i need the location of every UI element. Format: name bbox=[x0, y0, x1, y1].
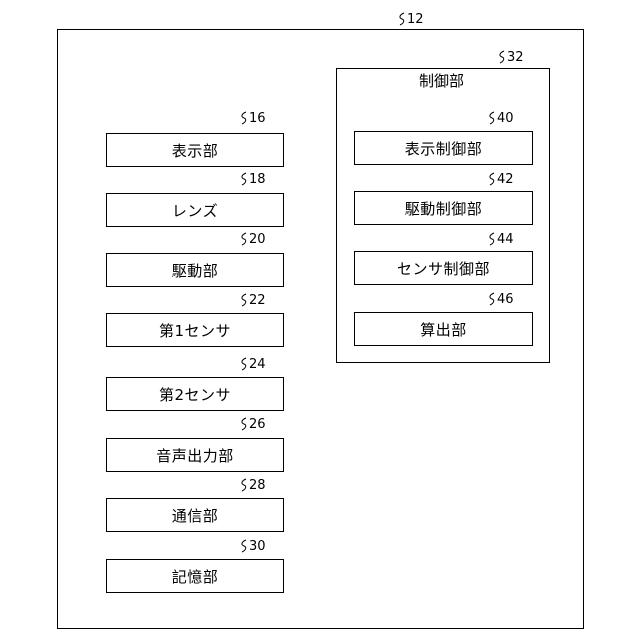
leader-line-icon bbox=[240, 539, 248, 553]
ref-number: 16 bbox=[249, 111, 266, 126]
ref-label-audio-output: 26 bbox=[240, 417, 266, 431]
second-sensor-block: 第2センサ bbox=[106, 377, 284, 411]
display-unit-block: 表示部 bbox=[106, 133, 284, 167]
ref-label-drive: 20 bbox=[240, 232, 266, 246]
leader-line-icon bbox=[240, 478, 248, 492]
ref-label-drive-control: 42 bbox=[488, 172, 514, 186]
leader-line-icon bbox=[240, 172, 248, 186]
ref-number: 18 bbox=[249, 172, 266, 187]
ref-number: 30 bbox=[249, 539, 266, 554]
block-label: 音声出力部 bbox=[156, 445, 234, 466]
sensor-control-block: センサ制御部 bbox=[354, 251, 533, 285]
communication-unit-block: 通信部 bbox=[106, 498, 284, 532]
calculation-unit-block: 算出部 bbox=[354, 312, 533, 346]
ref-number: 44 bbox=[497, 232, 514, 247]
drive-control-block: 駆動制御部 bbox=[354, 191, 533, 225]
ref-number: 32 bbox=[507, 50, 524, 65]
ref-number: 24 bbox=[249, 357, 266, 372]
ref-number: 28 bbox=[249, 478, 266, 493]
leader-line-icon bbox=[488, 232, 496, 246]
block-label: 表示部 bbox=[172, 140, 219, 161]
leader-line-icon bbox=[498, 50, 506, 64]
ref-number: 22 bbox=[249, 293, 266, 308]
ref-number: 40 bbox=[497, 111, 514, 126]
ref-number: 26 bbox=[249, 417, 266, 432]
leader-line-icon bbox=[398, 12, 406, 26]
block-label: レンズ bbox=[172, 200, 218, 221]
audio-output-block: 音声出力部 bbox=[106, 438, 284, 472]
leader-line-icon bbox=[240, 417, 248, 431]
lens-block: レンズ bbox=[106, 193, 284, 227]
ref-label-control-unit: 32 bbox=[498, 50, 524, 64]
leader-line-icon bbox=[240, 293, 248, 307]
ref-label-sensor-control: 44 bbox=[488, 232, 514, 246]
ref-label-second-sensor: 24 bbox=[240, 357, 266, 371]
ref-label-communication: 28 bbox=[240, 478, 266, 492]
block-label: 表示制御部 bbox=[405, 138, 483, 159]
block-label: 駆動制御部 bbox=[405, 198, 483, 219]
storage-unit-block: 記憶部 bbox=[106, 559, 284, 593]
block-label: 記憶部 bbox=[172, 566, 219, 587]
ref-label-lens: 18 bbox=[240, 172, 266, 186]
display-control-block: 表示制御部 bbox=[354, 131, 533, 165]
ref-number: 42 bbox=[497, 172, 514, 187]
ref-number: 46 bbox=[497, 292, 514, 307]
leader-line-icon bbox=[488, 292, 496, 306]
drive-unit-block: 駆動部 bbox=[106, 253, 284, 287]
leader-line-icon bbox=[488, 111, 496, 125]
block-label: 駆動部 bbox=[172, 260, 219, 281]
block-label: 通信部 bbox=[172, 505, 219, 526]
leader-line-icon bbox=[240, 357, 248, 371]
block-label: 第2センサ bbox=[159, 384, 231, 405]
block-label: センサ制御部 bbox=[397, 258, 490, 279]
leader-line-icon bbox=[488, 172, 496, 186]
ref-label-storage: 30 bbox=[240, 539, 266, 553]
ref-number: 20 bbox=[249, 232, 266, 247]
ref-number: 12 bbox=[407, 12, 424, 27]
ref-label-first-sensor: 22 bbox=[240, 293, 266, 307]
ref-label-display-control: 40 bbox=[488, 111, 514, 125]
ref-label-display: 16 bbox=[240, 111, 266, 125]
ref-label-calculation: 46 bbox=[488, 292, 514, 306]
block-label: 第1センサ bbox=[159, 320, 231, 341]
first-sensor-block: 第1センサ bbox=[106, 313, 284, 347]
control-unit-title: 制御部 bbox=[419, 74, 464, 89]
block-label: 算出部 bbox=[420, 319, 467, 340]
leader-line-icon bbox=[240, 232, 248, 246]
ref-label-device: 12 bbox=[398, 12, 424, 26]
leader-line-icon bbox=[240, 111, 248, 125]
